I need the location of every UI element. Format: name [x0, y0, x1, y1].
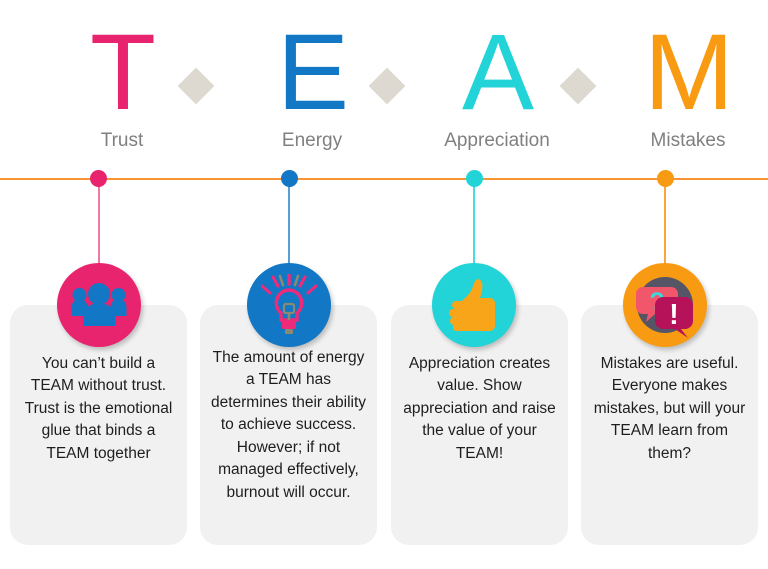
- letter-column-appreciation: A Appreciation: [437, 18, 557, 152]
- icon-circle-energy[interactable]: [247, 263, 331, 347]
- timeline-node-trust[interactable]: [90, 170, 107, 187]
- letter-column-mistakes: M Mistakes: [628, 18, 748, 152]
- big-letter-m: M: [644, 11, 734, 132]
- connector-line-mistakes: [664, 179, 666, 265]
- connector-line-appreciation: [473, 179, 475, 265]
- card-text-mistakes: Mistakes are useful. Everyone makes mist…: [593, 355, 746, 462]
- lightbulb-icon: [261, 274, 317, 334]
- timeline-node-energy[interactable]: [281, 170, 298, 187]
- letter-column-trust: T Trust: [62, 18, 182, 152]
- card-text-trust: You can’t build a TEAM without trust. Tr…: [24, 355, 173, 462]
- column-label-trust: Trust: [100, 130, 144, 151]
- diamond-icon: [177, 67, 215, 105]
- column-label-energy: Energy: [281, 130, 343, 151]
- diamond-icon: [368, 67, 406, 105]
- timeline-axis: [0, 178, 768, 180]
- connector-line-trust: [98, 179, 100, 265]
- thumbs-up-icon: [449, 279, 495, 331]
- icon-circle-appreciation[interactable]: [432, 263, 516, 347]
- people-icon: [71, 283, 127, 326]
- acrostic-header: T Trust E Energy A Appreciation M Mistak…: [0, 0, 768, 180]
- card-text-appreciation: Appreciation creates value. Show appreci…: [403, 355, 556, 462]
- timeline-node-appreciation[interactable]: [466, 170, 483, 187]
- card-text-energy: The amount of energy a TEAM has determin…: [210, 349, 367, 501]
- big-letter-t: T: [90, 11, 156, 132]
- card-mistakes[interactable]: Mistakes are useful. Everyone makes mist…: [581, 305, 758, 545]
- icon-circle-trust[interactable]: [57, 263, 141, 347]
- diamond-icon: [559, 67, 597, 105]
- letter-column-energy: E Energy: [252, 18, 372, 152]
- column-label-appreciation: Appreciation: [444, 130, 550, 151]
- big-letter-e: E: [276, 11, 349, 132]
- big-letter-a: A: [461, 11, 534, 132]
- icon-circle-mistakes[interactable]: ? !: [623, 263, 707, 347]
- timeline-node-mistakes[interactable]: [657, 170, 674, 187]
- column-label-mistakes: Mistakes: [650, 130, 726, 151]
- question-exclamation-icon: ? !: [636, 277, 693, 338]
- connector-line-energy: [288, 179, 290, 265]
- svg-text:!: !: [669, 299, 679, 331]
